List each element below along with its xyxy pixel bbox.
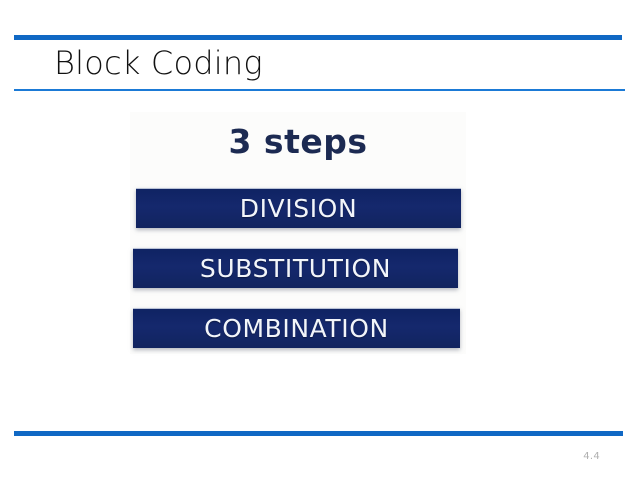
step-bar-substitution: SUBSTITUTION — [133, 248, 458, 288]
bottom-accent-rule — [14, 431, 623, 436]
step-bar-label: SUBSTITUTION — [199, 254, 392, 283]
step-bar-label: COMBINATION — [204, 314, 389, 343]
step-bar-division: DIVISION — [136, 188, 461, 228]
title-underline-rule — [14, 89, 625, 91]
page-title: Block Coding — [54, 44, 263, 82]
step-bar-combination: COMBINATION — [133, 308, 460, 348]
page-number: 4.4 — [583, 451, 600, 462]
step-bar-label: DIVISION — [239, 194, 358, 223]
diagram-heading: 3 steps — [228, 122, 368, 161]
block-coding-diagram-image: 3 steps DIVISION SUBSTITUTION COMBINATIO… — [130, 112, 466, 354]
top-accent-rule — [14, 35, 622, 40]
